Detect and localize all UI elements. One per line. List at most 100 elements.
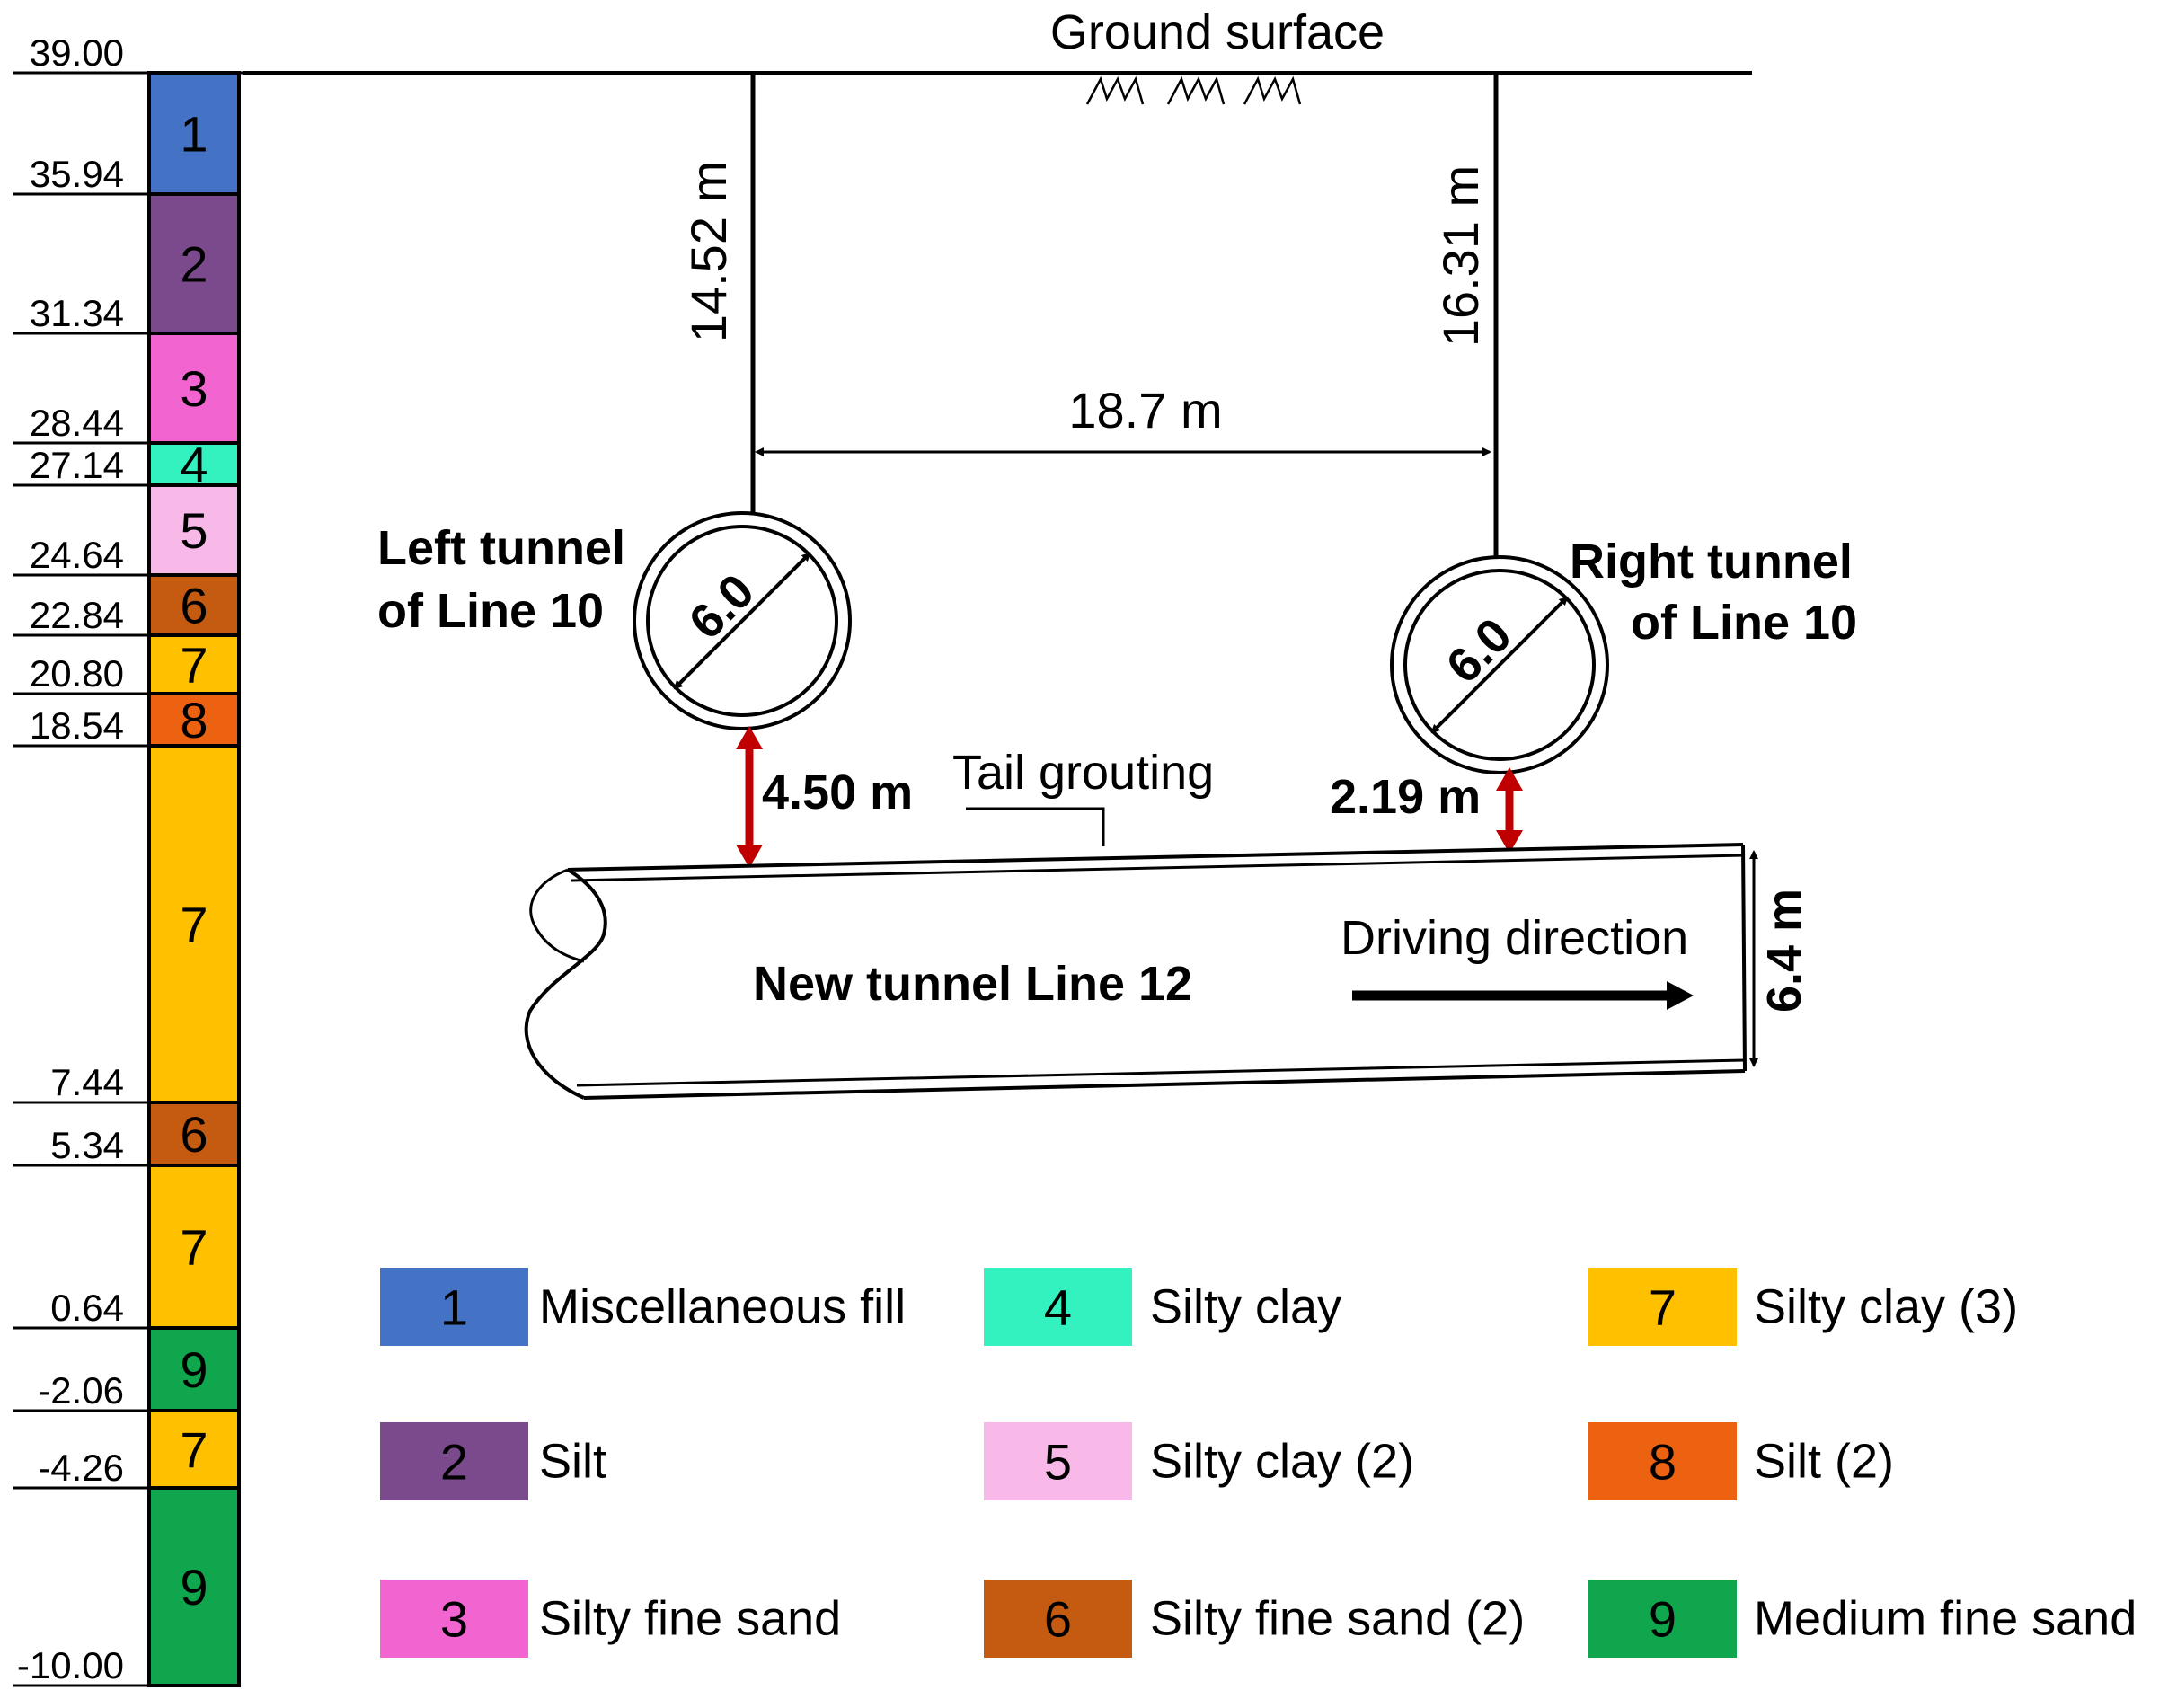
legend-item: 7 Silty clay (3) <box>1588 1268 2018 1346</box>
elevation-label: 31.34 <box>30 292 124 334</box>
legend-swatch <box>380 1580 528 1658</box>
stratum-layer: 7 <box>147 1409 241 1490</box>
legend-number: 3 <box>440 1591 468 1648</box>
legend-number: 7 <box>1649 1279 1677 1336</box>
legend-item: 6 Silty fine sand (2) <box>984 1580 1525 1658</box>
elevation-label: 35.94 <box>30 153 124 195</box>
legend-swatch <box>1588 1268 1737 1346</box>
left-tunnel-label-line2: of Line 10 <box>377 584 604 638</box>
legend-swatch <box>380 1268 528 1346</box>
stratum-layer: 1 <box>147 71 241 196</box>
stratum-fill <box>147 744 241 1104</box>
stratum-number: 1 <box>180 106 208 163</box>
driving-direction-arrow-icon <box>1352 981 1694 1010</box>
stratum-layer: 7 <box>147 744 241 1104</box>
legend-item: 4 Silty clay <box>984 1268 1341 1346</box>
stratum-number: 9 <box>180 1341 208 1398</box>
legend-label: Silty fine sand <box>539 1592 841 1646</box>
legend-label: Silt (2) <box>1754 1435 1894 1489</box>
elevation-label: -2.06 <box>38 1369 124 1412</box>
stratum-layer: 9 <box>147 1486 241 1687</box>
right-clearance-arrow <box>1496 767 1523 854</box>
left-clearance-arrow <box>736 726 763 868</box>
right-tunnel-label-line1: Right tunnel <box>1570 535 1853 589</box>
stratum-fill <box>147 1101 241 1167</box>
legend-number: 9 <box>1649 1591 1677 1648</box>
stratum-number: 6 <box>180 578 208 634</box>
spacing-label: 18.7 m <box>1068 382 1222 438</box>
legend-swatch <box>984 1422 1132 1500</box>
legend-number: 5 <box>1044 1434 1072 1491</box>
elevation-scale: 39.0035.9431.3428.4427.1424.6422.8420.80… <box>13 31 575 1687</box>
elevation-label: -10.00 <box>17 1644 124 1686</box>
elevation-label: 5.34 <box>50 1124 124 1166</box>
elevation-label: 20.80 <box>30 652 124 695</box>
stratum-fill <box>147 692 241 748</box>
legend-label: Miscellaneous fill <box>539 1280 906 1334</box>
legend-item: 5 Silty clay (2) <box>984 1422 1414 1500</box>
stratum-number: 7 <box>180 1421 208 1478</box>
clearance-arrows <box>736 726 1523 868</box>
stratum-fill <box>147 1486 241 1687</box>
legend-number: 6 <box>1044 1591 1072 1648</box>
stratum-number: 5 <box>180 502 208 559</box>
stratum-layer: 9 <box>147 1326 241 1412</box>
right-tunnel-label-line2: of Line 10 <box>1631 596 1857 650</box>
elevation-label: -4.26 <box>38 1447 124 1489</box>
legend-item: 9 Medium fine sand <box>1588 1580 2137 1658</box>
right-tunnel: 6.0 <box>1390 555 1609 774</box>
stratum-fill <box>147 71 241 196</box>
stratum-number: 7 <box>180 637 208 694</box>
new-tunnel-line-12 <box>524 843 1747 1100</box>
legend-number: 8 <box>1649 1434 1677 1491</box>
legend-label: Silty clay (3) <box>1754 1280 2018 1334</box>
legend-label: Medium fine sand <box>1754 1592 2137 1646</box>
stratum-layer: 6 <box>147 573 241 637</box>
legend-swatch <box>1588 1580 1737 1658</box>
right-clearance-label: 2.19 m <box>1330 770 1481 824</box>
stratum-layer: 3 <box>147 332 241 445</box>
legend-label: Silty clay (2) <box>1150 1435 1414 1489</box>
elevation-label: 18.54 <box>30 704 124 747</box>
stratum-layer: 5 <box>147 483 241 577</box>
stratum-number: 7 <box>180 897 208 953</box>
elevation-label: 39.00 <box>30 31 124 74</box>
ground-hatch-icon <box>1085 75 1302 105</box>
stratum-number: 2 <box>180 236 208 293</box>
elevation-label: 7.44 <box>50 1061 124 1103</box>
stratum-fill <box>147 1326 241 1412</box>
elevation-label: 0.64 <box>50 1287 124 1329</box>
new-tunnel-height-label: 6.4 m <box>1757 889 1811 1013</box>
elevation-label: 27.14 <box>30 444 124 486</box>
left-tunnel-label-line1: Left tunnel <box>377 521 625 575</box>
stratum-number: 8 <box>180 692 208 748</box>
tail-grouting-label: Tail grouting <box>952 746 1214 800</box>
legend-label: Silt <box>539 1435 606 1489</box>
legend-label: Silty fine sand (2) <box>1150 1592 1525 1646</box>
elevation-label: 28.44 <box>30 402 124 444</box>
legend-number: 1 <box>440 1279 468 1336</box>
left-clearance-label: 4.50 m <box>762 766 913 819</box>
driving-direction-label: Driving direction <box>1341 911 1688 965</box>
stratum-layer: 6 <box>147 1101 241 1167</box>
legend-item: 8 Silt (2) <box>1588 1422 1894 1500</box>
ground-surface-label: Ground surface <box>1050 5 1385 59</box>
tail-grouting-leader <box>966 807 1105 846</box>
stratum-layer: 2 <box>147 192 241 335</box>
legend-swatch <box>984 1268 1132 1346</box>
legend-label: Silty clay <box>1150 1280 1341 1334</box>
stratum-fill <box>147 192 241 335</box>
elevation-label: 24.64 <box>30 534 124 576</box>
legend-swatch <box>984 1580 1132 1658</box>
new-tunnel-label: New tunnel Line 12 <box>753 957 1192 1011</box>
legend-number: 4 <box>1044 1279 1072 1336</box>
legend-swatch <box>380 1422 528 1500</box>
stratum-number: 7 <box>180 1219 208 1276</box>
stratum-number: 6 <box>180 1106 208 1163</box>
right-depth-label: 16.31 m <box>1432 165 1489 347</box>
stratum-layer: 8 <box>147 692 241 748</box>
legend-item: 1 Miscellaneous fill <box>380 1268 906 1346</box>
legend-swatch <box>1588 1422 1737 1500</box>
